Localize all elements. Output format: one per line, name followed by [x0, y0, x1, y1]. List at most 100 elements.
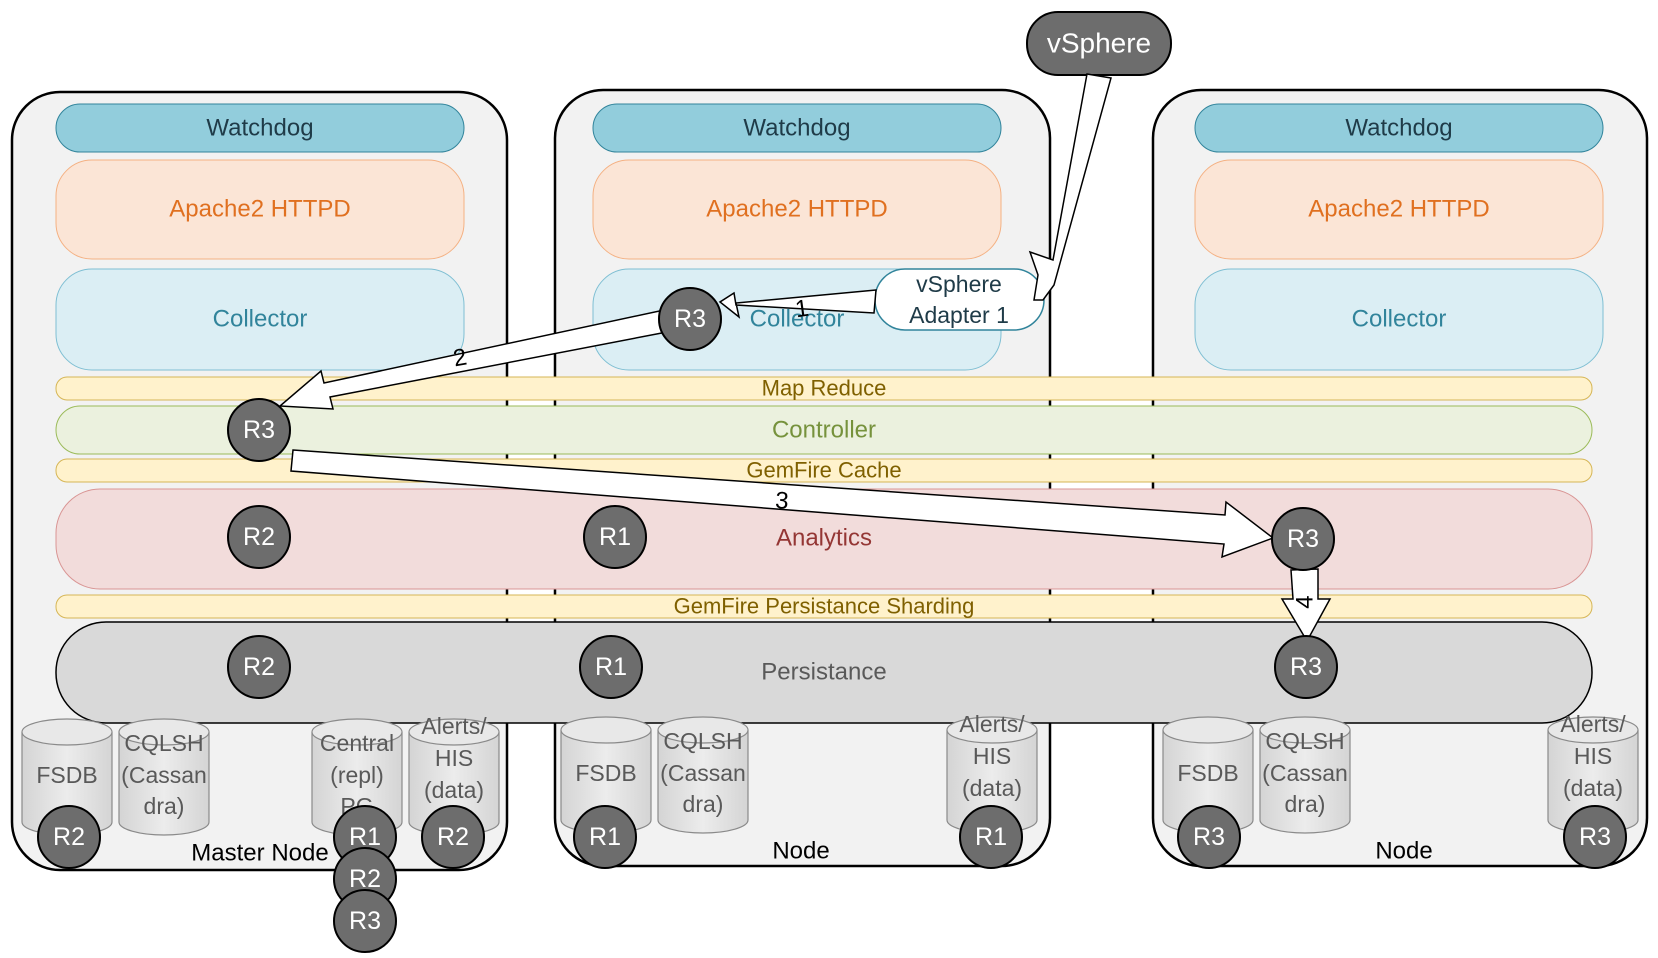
- replica-label: R3: [674, 305, 706, 333]
- db-fsdb-master: FSDB: [21, 718, 113, 836]
- arrow-3: [290, 449, 1275, 559]
- node2-name: Node: [772, 838, 829, 865]
- replica-label: R1: [599, 523, 631, 551]
- node3-apache: [1194, 159, 1604, 260]
- replica-badge: R2: [227, 505, 291, 569]
- replica-badge: R1: [959, 805, 1023, 869]
- node2-apache: [592, 159, 1002, 260]
- db-label: Alerts/: [1560, 711, 1626, 737]
- master-apache: [55, 159, 465, 260]
- replica-label: R2: [53, 823, 85, 851]
- persistance-label: Persistance: [761, 659, 886, 686]
- replica-badge: R3: [1274, 635, 1338, 699]
- db-fsdb-node3: FSDB: [1162, 716, 1254, 834]
- db-label: CQLSH: [663, 728, 742, 754]
- master-collector-label: Collector: [213, 306, 308, 333]
- db-cqlsh-node3: CQLSH (Cassan dra): [1259, 716, 1351, 834]
- db-cqlsh-master: CQLSH (Cassan dra): [118, 718, 210, 836]
- replica-label: R2: [349, 865, 381, 893]
- master-watchdog-label: Watchdog: [206, 115, 313, 142]
- db-label: CQLSH: [124, 730, 203, 756]
- replica-badge: R3: [1177, 805, 1241, 869]
- node2-apache-label: Apache2 HTTPD: [706, 196, 887, 223]
- vsphere-node: [1026, 11, 1172, 76]
- arrows-layer: [278, 73, 1332, 643]
- replica-label: R3: [243, 416, 275, 444]
- replica-badge: R2: [37, 805, 101, 869]
- db-label: Alerts/: [421, 713, 487, 739]
- db-label: HIS: [973, 743, 1011, 769]
- analytics-label: Analytics: [776, 525, 872, 552]
- replica-label: R3: [349, 907, 381, 935]
- replica-label: R3: [1290, 653, 1322, 681]
- node3-collector-label: Collector: [1352, 306, 1447, 333]
- db-alerts-master: Alerts/ HIS (data): [408, 713, 500, 836]
- arrow-1-label: 1: [794, 295, 811, 324]
- arrow-4-label: 4: [1292, 595, 1319, 608]
- gemfire-sharding-label: GemFire Persistance Sharding: [674, 594, 975, 619]
- db-label: (Cassan: [1262, 760, 1348, 786]
- db-label: FSDB: [1177, 760, 1238, 786]
- vsphere-label: vSphere: [1047, 28, 1151, 59]
- replica-label: R1: [589, 823, 621, 851]
- node3-watchdog-label: Watchdog: [1345, 115, 1452, 142]
- gemfire-cache-label: GemFire Cache: [746, 458, 901, 483]
- arrow-4: [1280, 568, 1332, 643]
- replica-badge: R1: [573, 805, 637, 869]
- replica-label: R3: [1193, 823, 1225, 851]
- db-label: HIS: [435, 745, 473, 771]
- replica-badge: R2: [227, 635, 291, 699]
- replica-label: R1: [595, 653, 627, 681]
- db-cqlsh-node2: CQLSH (Cassan dra): [657, 716, 749, 834]
- db-label: (data): [1563, 775, 1623, 801]
- controller-label: Controller: [772, 417, 876, 444]
- db-label: Alerts/: [959, 711, 1025, 737]
- replica-badge: R3: [658, 287, 722, 351]
- replica-badge: R3: [1271, 507, 1335, 571]
- replica-label: R2: [437, 823, 469, 851]
- replica-label: R1: [349, 823, 381, 851]
- replica-label: R3: [1287, 525, 1319, 553]
- replica-badges: R3 R3 R2 R1 R3 R2 R1 R3: [37, 287, 1627, 953]
- db-label: dra): [683, 791, 724, 817]
- controller-layer: [55, 405, 1593, 455]
- master-apache-label: Apache2 HTTPD: [169, 196, 350, 223]
- vsphere-adapter-line2: Adapter 1: [909, 302, 1009, 328]
- arrow-2-label: 2: [451, 344, 469, 373]
- replica-badge: R3: [1563, 805, 1627, 869]
- db-label: (data): [424, 777, 484, 803]
- node2-watchdog: [592, 103, 1002, 153]
- master-node-name: Master Node: [191, 840, 328, 867]
- persistance-layer: [55, 621, 1593, 724]
- replica-label: R2: [243, 653, 275, 681]
- node3-collector: [1194, 268, 1604, 371]
- replica-badge: R1: [583, 505, 647, 569]
- replica-label: R2: [243, 523, 275, 551]
- replica-badge: R2: [421, 805, 485, 869]
- db-label: CQLSH: [1265, 728, 1344, 754]
- map-reduce-label: Map Reduce: [762, 376, 887, 401]
- db-alerts-node3: Alerts/ HIS (data): [1547, 711, 1639, 834]
- db-label: (Cassan: [121, 762, 207, 788]
- map-reduce-layer: [55, 376, 1593, 401]
- db-label: Central: [320, 730, 394, 756]
- db-alerts-node2: Alerts/ HIS (data): [946, 711, 1038, 834]
- gemfire-sharding-layer: [55, 594, 1593, 619]
- replica-label: R1: [975, 823, 1007, 851]
- db-label: (repl): [330, 762, 384, 788]
- db-label: FSDB: [575, 760, 636, 786]
- master-collector: [55, 268, 465, 371]
- replica-badge: R1: [579, 635, 643, 699]
- master-watchdog: [55, 103, 465, 153]
- db-label: (data): [962, 775, 1022, 801]
- db-label: dra): [1285, 791, 1326, 817]
- db-label: (Cassan: [660, 760, 746, 786]
- replica-label: R3: [1579, 823, 1611, 851]
- db-label: FSDB: [36, 762, 97, 788]
- replica-badge: R3: [333, 889, 397, 953]
- db-label: dra): [144, 793, 185, 819]
- arrow-2: [278, 309, 668, 410]
- arrow-vsphere-to-adapter: [1028, 73, 1112, 301]
- arrow-1: [718, 289, 877, 319]
